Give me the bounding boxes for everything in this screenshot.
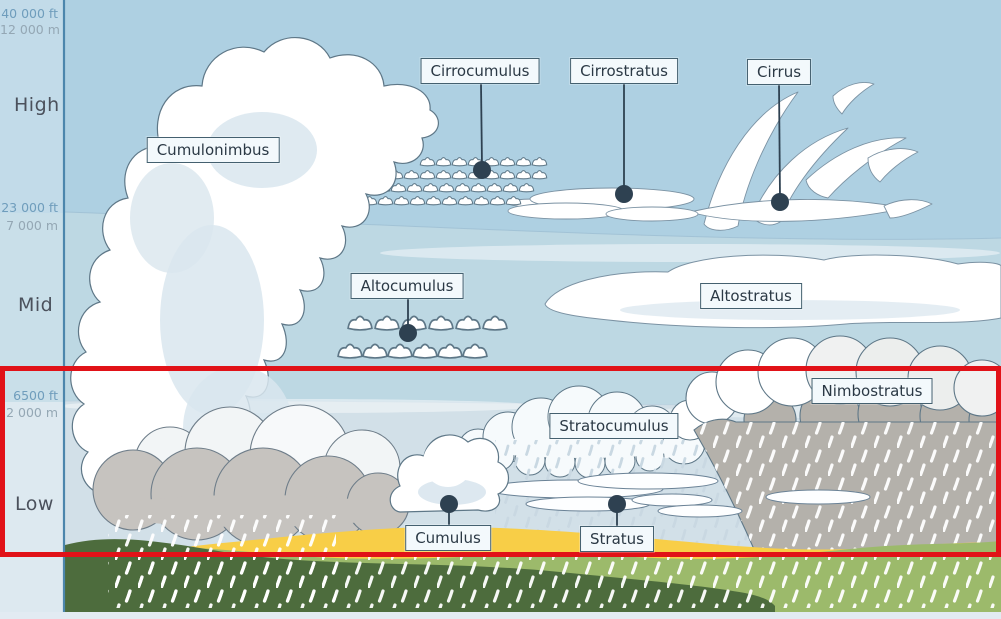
connector-dot	[771, 193, 789, 211]
level-label-low: Low	[15, 493, 54, 515]
tick-7000m: 7 000 m	[6, 218, 58, 233]
stratus-label: Stratus	[580, 526, 654, 552]
cirrus-label: Cirrus	[746, 59, 812, 85]
connector-dot	[473, 161, 491, 179]
cirrostratus-layer	[507, 202, 625, 220]
tick-23000ft: 23 000 ft	[1, 200, 58, 215]
cirrocumulus-label: Cirrocumulus	[420, 58, 540, 84]
tick-40000ft: 40 000 ft	[1, 6, 58, 21]
connector-line	[480, 83, 483, 167]
cirrus-wisp	[703, 91, 799, 231]
tick-12000m: 12 000 m	[0, 22, 60, 37]
level-label-high: High	[14, 94, 60, 116]
cirrostratus-cloud	[507, 187, 699, 222]
cumulus-label: Cumulus	[405, 525, 491, 551]
connector-line	[778, 83, 781, 199]
cirrus-wisp	[867, 148, 919, 183]
stratus-cloud	[486, 472, 871, 518]
cirrostratus-layer	[605, 206, 699, 222]
cirrus-wisp	[883, 199, 933, 219]
connector-dot	[608, 495, 626, 513]
low-level-highlight-box	[0, 366, 1001, 557]
strip-high	[0, 0, 63, 213]
cumulus-shade	[418, 479, 486, 505]
connector-dot	[440, 495, 458, 513]
stratocumulus-label: Stratocumulus	[549, 413, 679, 439]
tick-2000m: 2 000 m	[6, 405, 58, 420]
cirrus-wisp	[832, 82, 875, 115]
page-bottom-strip	[0, 612, 1001, 619]
ground-rain	[115, 556, 995, 608]
connector-dot	[399, 324, 417, 342]
label-connectors	[399, 83, 789, 530]
nimbostratus-label: Nimbostratus	[811, 378, 933, 404]
nimbostratus-rain	[694, 419, 1001, 556]
stratus-layer	[631, 493, 713, 507]
level-label-mid: Mid	[18, 294, 54, 316]
stratus-layer	[577, 472, 719, 490]
strip-low	[0, 402, 63, 619]
cirrostratus-label: Cirrostratus	[570, 58, 678, 84]
cumulus-highlight	[423, 437, 473, 487]
stratus-layer	[765, 489, 871, 505]
cumulonimbus-label: Cumulonimbus	[146, 137, 280, 163]
nimbostratus-white-puff	[953, 359, 1001, 417]
altocumulus-label: Altocumulus	[350, 273, 464, 299]
altostratus-label: Altostratus	[700, 283, 802, 309]
cumulus-cloud	[389, 434, 510, 513]
connector-dot	[615, 185, 633, 203]
tick-6500ft: 6500 ft	[13, 388, 58, 403]
stratus-layer	[657, 504, 743, 518]
